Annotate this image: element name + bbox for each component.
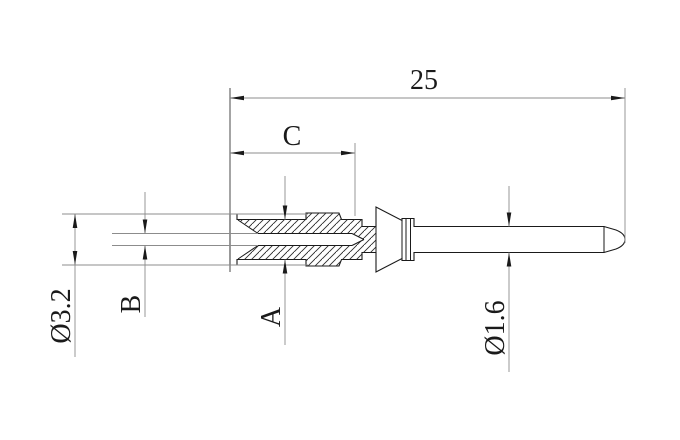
arrowhead-down	[142, 219, 148, 234]
dimension-overall-length: 25	[229, 65, 626, 272]
dim-label-overall-length: 25	[410, 65, 438, 96]
bore-end-cone-top	[351, 233, 365, 240]
dimension-pin-diameter: Ø1.6	[480, 186, 512, 372]
arrowhead-left	[230, 150, 244, 156]
dim-label-section-dia: A	[256, 306, 287, 327]
arrowhead-up	[506, 252, 512, 267]
arrowhead-left	[230, 95, 244, 101]
bell-mouth-chamfer-top	[237, 219, 259, 234]
bore-end-cone-bottom	[351, 239, 365, 246]
bell-mouth-chamfer-bottom	[237, 245, 259, 260]
dimension-barrel-section: A	[256, 176, 288, 345]
part-outline	[229, 206, 626, 273]
arrowhead-down	[506, 212, 512, 227]
dim-label-crimp-section: C	[283, 121, 302, 152]
dim-label-pin-dia: Ø1.6	[480, 300, 511, 355]
section-hatching	[238, 213, 376, 266]
dimension-wire-bore: B	[112, 192, 258, 317]
dim-label-barrel-od: Ø3.2	[46, 288, 77, 343]
arrowhead-down	[282, 205, 288, 220]
dimension-crimp-section: C	[230, 121, 356, 216]
arrowhead-right	[341, 150, 355, 156]
arrowhead-up	[142, 245, 148, 260]
arrowhead-up	[72, 214, 78, 228]
dimension-barrel-outer-diameter: Ø3.2	[46, 213, 308, 357]
arrowhead-up	[282, 259, 288, 274]
part-section-view	[229, 206, 626, 273]
arrowhead-right	[611, 95, 625, 101]
dim-label-bore: B	[116, 295, 147, 314]
arrowhead-down	[72, 251, 78, 265]
